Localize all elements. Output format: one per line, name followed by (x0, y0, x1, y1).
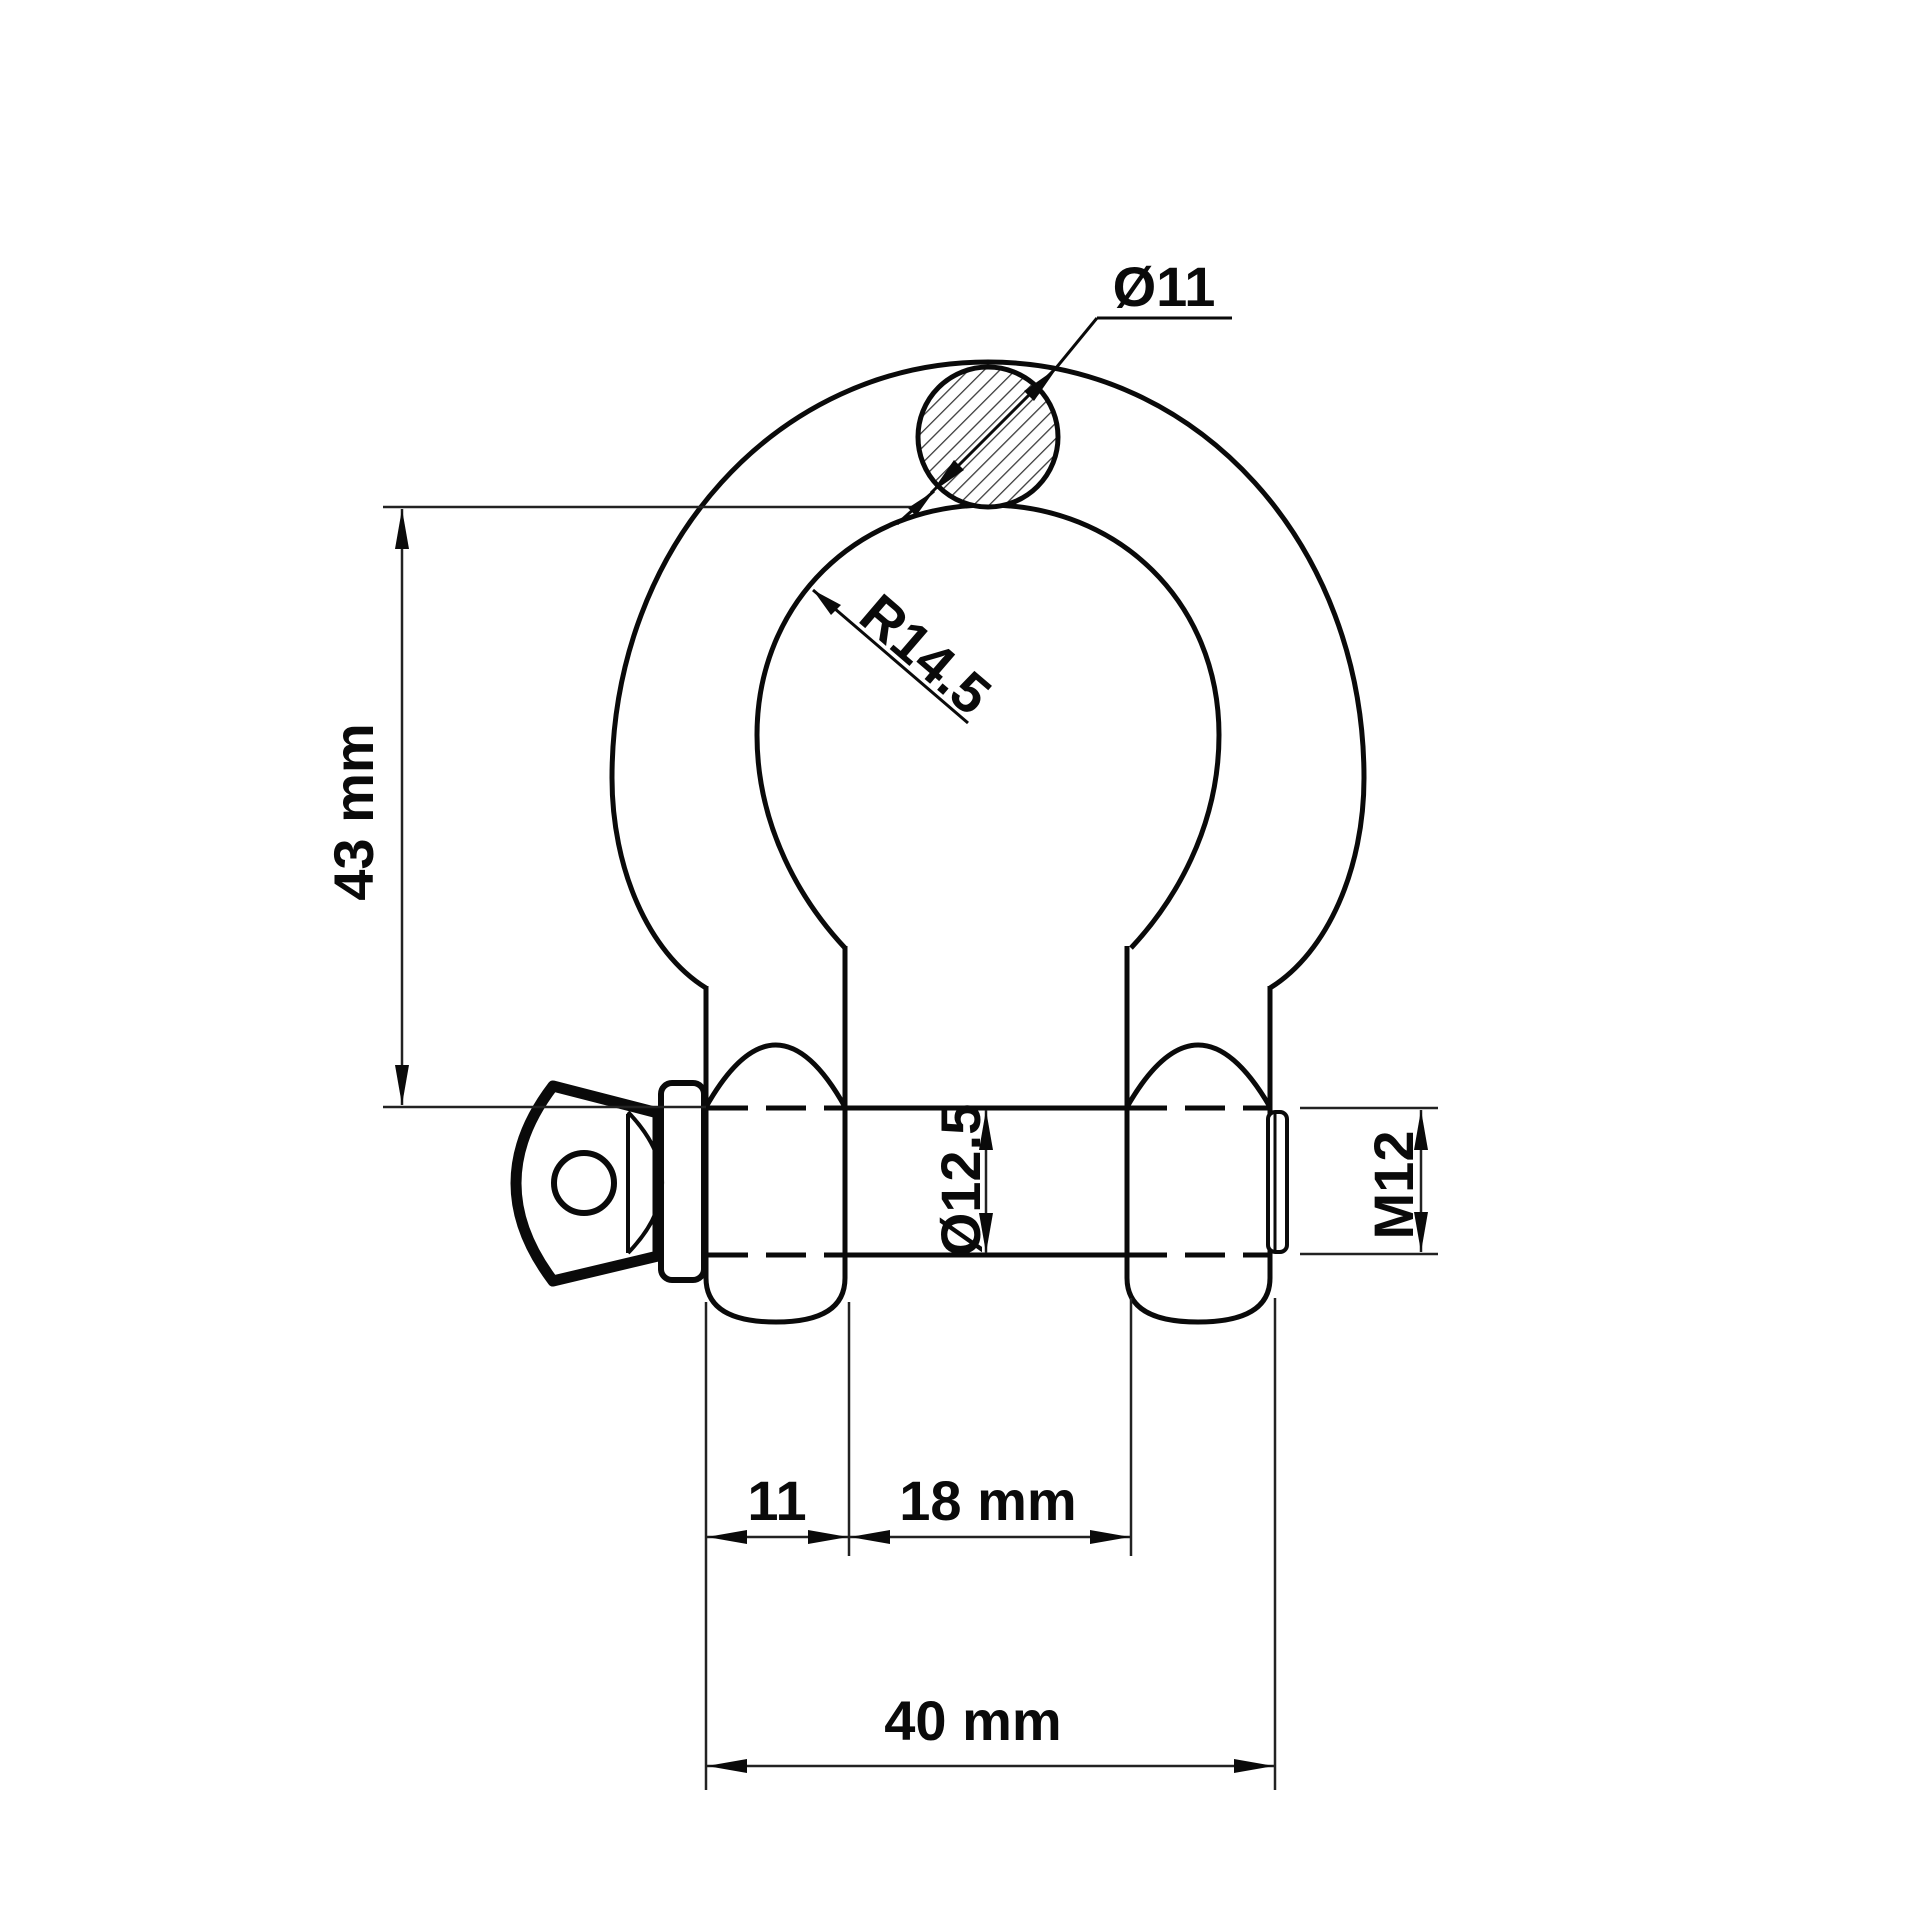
dim-43mm (383, 505, 912, 1109)
pin-hidden-lines (708, 1105, 1268, 1258)
dim-40mm (706, 1759, 1275, 1773)
pin-head-dome-arc (626, 1110, 664, 1255)
dim-18mm (849, 1530, 1131, 1544)
label-inner-radius: R14.5 (848, 582, 1002, 727)
pin-collar (658, 1080, 707, 1283)
bottom-extension-lines (704, 1298, 1277, 1790)
label-thread-size: M12 (1362, 1131, 1425, 1240)
dimension-labels: Ø11 R14.5 43 mm Ø12.5 M12 11 18 mm 40 mm (322, 255, 1425, 1752)
shackle-outer-outline (609, 359, 1367, 991)
dim-o125 (979, 1110, 993, 1253)
shackle-inner-outline (754, 502, 1222, 950)
right-eye-boss-arc (1124, 1042, 1273, 1109)
label-eye-width: 11 (747, 1469, 806, 1532)
pin-head (510, 1080, 664, 1287)
dim-o11-leader (929, 316, 1232, 495)
left-eye-bottom (703, 1277, 848, 1325)
pin-head-hole (551, 1150, 617, 1216)
dim-r145 (812, 489, 969, 725)
dimensions (383, 316, 1438, 1790)
pin-thread-end (1266, 1110, 1289, 1254)
right-eye-bottom (1124, 1277, 1273, 1325)
label-bow-diameter: Ø11 (1113, 255, 1216, 318)
left-eye-boss-arc (703, 1042, 848, 1109)
dim-m12 (1300, 1106, 1438, 1256)
label-jaw-width: 18 mm (899, 1469, 1076, 1532)
shackle-pin (510, 1080, 1289, 1287)
label-inner-length: 43 mm (322, 723, 385, 900)
label-pin-diameter: Ø12.5 (929, 1104, 992, 1257)
label-overall-width: 40 mm (884, 1689, 1061, 1752)
dim-11 (706, 1530, 849, 1544)
